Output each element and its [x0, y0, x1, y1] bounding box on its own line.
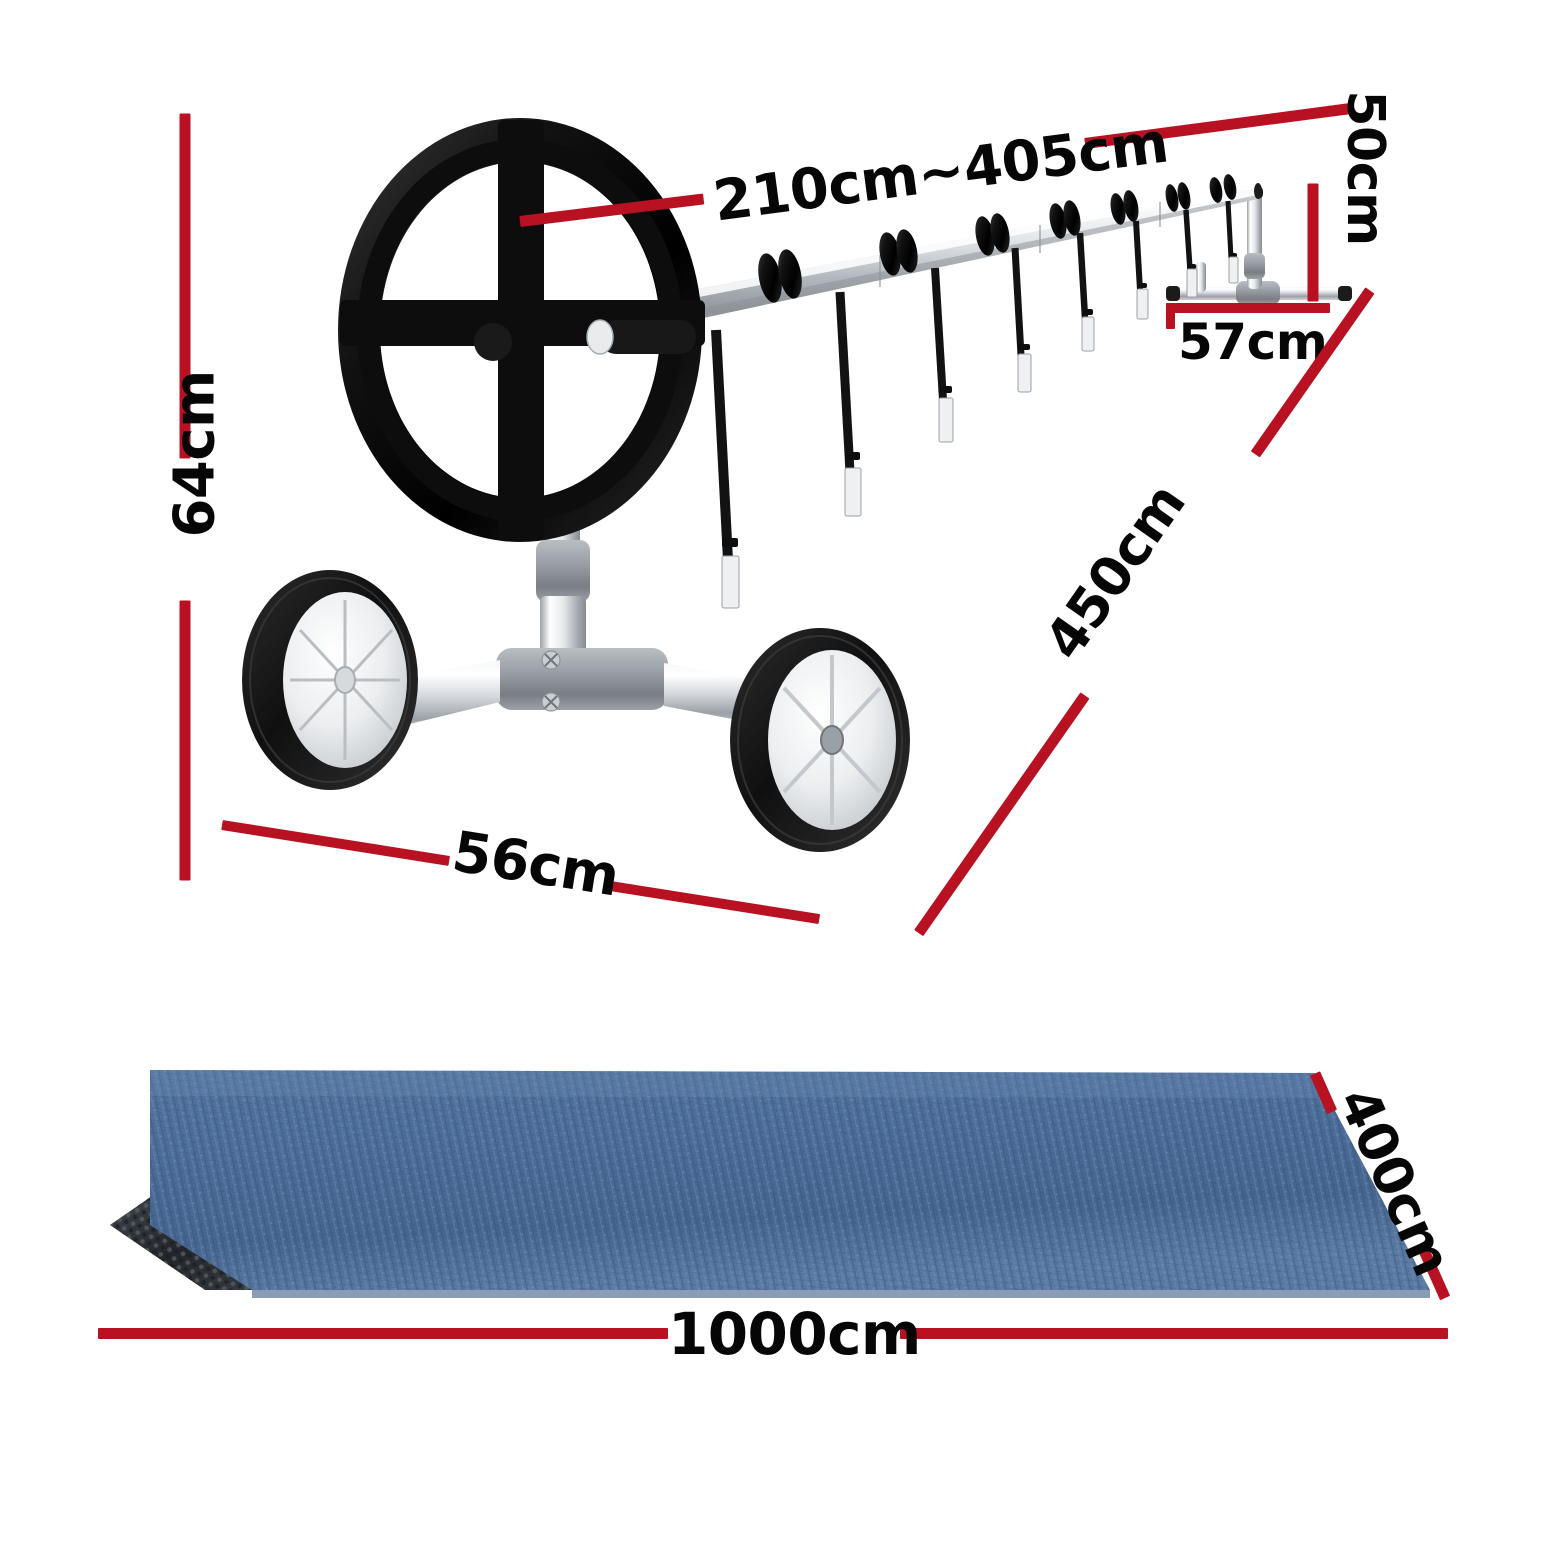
cover-surface — [150, 1070, 1430, 1298]
crank-handle — [586, 319, 696, 355]
cover-attachment-straps — [711, 200, 1239, 609]
dimension-stand-width-label: 57cm — [1178, 313, 1328, 371]
dimension-stand-height-label: 50cm — [1335, 90, 1395, 246]
dimension-cover-length-line-right — [900, 1328, 1448, 1339]
dimension-cover-length-line-left — [98, 1328, 668, 1339]
dimension-stand-height-line — [1307, 183, 1319, 302]
dimension-height-line-bottom — [179, 600, 191, 881]
ground-wheel-right — [730, 628, 910, 852]
dimension-stand-width-tick-left — [1166, 303, 1175, 329]
hand-crank-wheel — [338, 118, 705, 542]
dimension-stand-width-line — [1166, 303, 1330, 313]
ground-wheel-left — [242, 570, 418, 790]
dimension-height-label: 64cm — [162, 370, 228, 538]
dimension-cover-length-label: 1000cm — [668, 1300, 921, 1368]
